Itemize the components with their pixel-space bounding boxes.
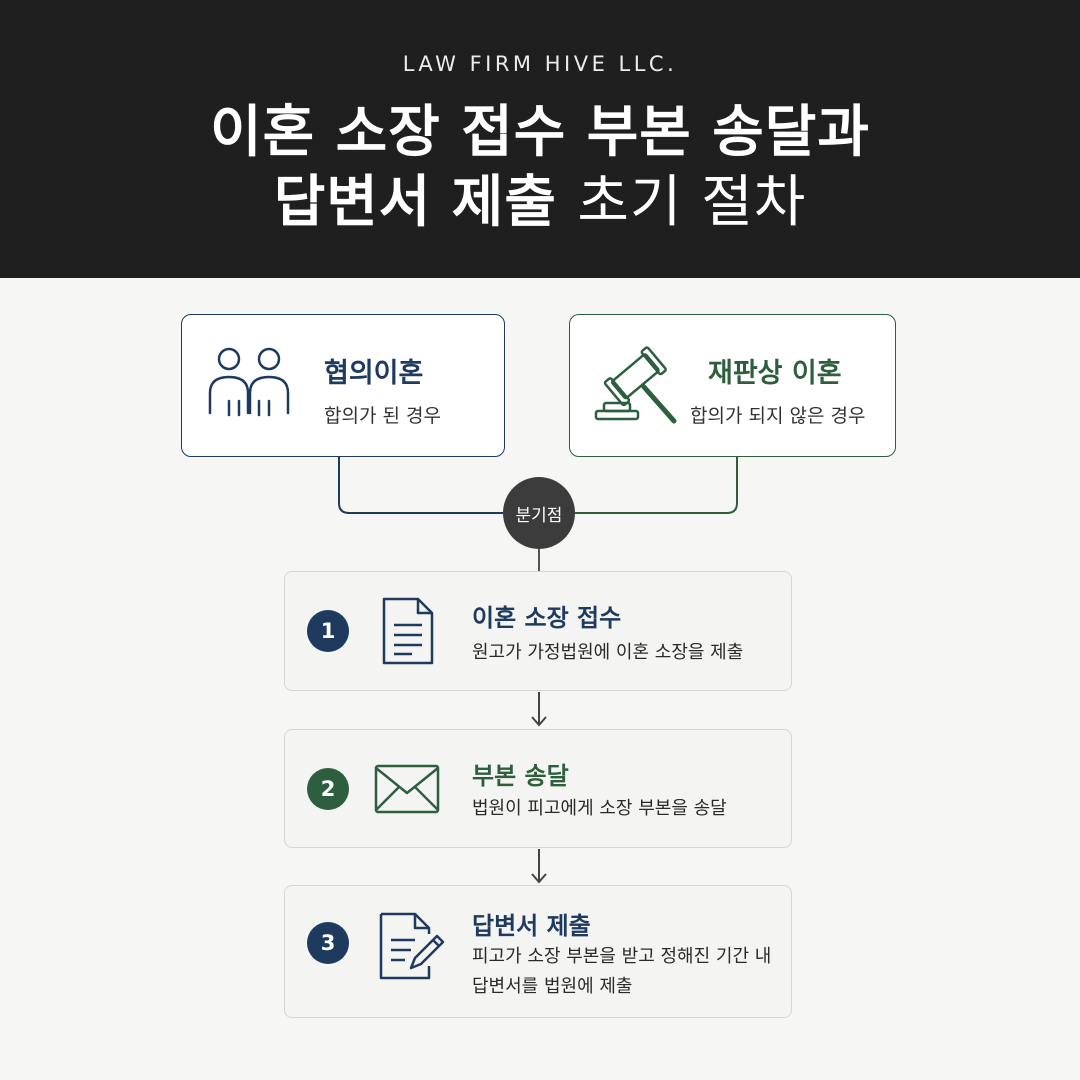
document-pen-icon xyxy=(379,912,445,980)
step-description-line: 답변서를 법원에 제출 xyxy=(472,976,633,997)
envelope-icon xyxy=(374,764,440,814)
step-title: 답변서 제출 xyxy=(472,912,591,940)
connector-right xyxy=(575,457,738,514)
arrow-step2-to-step3 xyxy=(531,849,547,884)
page-title: 이혼 소장 접수 부본 송달과 답변서 제출 초기 절차 xyxy=(0,98,1080,238)
header-banner: LAW FIRM HIVE LLC. 이혼 소장 접수 부본 송달과 답변서 제… xyxy=(0,0,1080,278)
step-title: 이혼 소장 접수 xyxy=(472,604,622,632)
title-line-2: 답변서 제출 초기 절차 xyxy=(0,168,1080,238)
branch-title: 재판상 이혼 xyxy=(708,358,842,389)
branch-subtitle: 합의가 되지 않은 경우 xyxy=(690,405,866,427)
step-title: 부본 송달 xyxy=(472,762,569,790)
step-description-line: 법원이 피고에게 소장 부본을 송달 xyxy=(472,798,727,819)
connector-left xyxy=(338,457,503,514)
gavel-icon xyxy=(594,346,677,424)
arrow-step1-to-step2 xyxy=(531,692,547,727)
document-icon xyxy=(382,597,434,665)
firm-name: LAW FIRM HIVE LLC. xyxy=(402,52,678,76)
step-card-1: 1 이혼 소장 접수 원고가 가정법원에 이혼 소장을 제출 xyxy=(284,571,792,691)
step-description: 원고가 가정법원에 이혼 소장을 제출 xyxy=(472,638,743,668)
title-light-part: 초기 절차 xyxy=(577,170,807,235)
step-card-3: 3 답변서 제출 피고가 소장 부본을 받고 정해진 기간 내 답변서를 법원에… xyxy=(284,885,792,1018)
people-icon xyxy=(208,347,290,417)
step-number-badge: 1 xyxy=(307,610,349,652)
branch-title: 협의이혼 xyxy=(324,358,424,389)
step-description: 피고가 소장 부본을 받고 정해진 기간 내 답변서를 법원에 제출 xyxy=(472,942,771,1002)
step-number-badge: 2 xyxy=(307,768,349,810)
title-bold-part: 답변서 제출 xyxy=(273,170,557,235)
step-description-line: 피고가 소장 부본을 받고 정해진 기간 내 xyxy=(472,946,772,967)
step-number-badge: 3 xyxy=(307,922,349,964)
branch-subtitle: 합의가 된 경우 xyxy=(324,405,441,427)
step-card-2: 2 부본 송달 법원이 피고에게 소장 부본을 송달 xyxy=(284,729,792,848)
title-line-1: 이혼 소장 접수 부본 송달과 xyxy=(210,100,870,165)
branch-point: 분기점 xyxy=(503,477,575,549)
step-description: 법원이 피고에게 소장 부본을 송달 xyxy=(472,794,727,824)
branch-consensual-divorce: 협의이혼 합의가 된 경우 xyxy=(181,314,505,457)
step-description-line: 원고가 가정법원에 이혼 소장을 제출 xyxy=(472,642,744,663)
branch-judicial-divorce: 재판상 이혼 합의가 되지 않은 경우 xyxy=(569,314,896,457)
